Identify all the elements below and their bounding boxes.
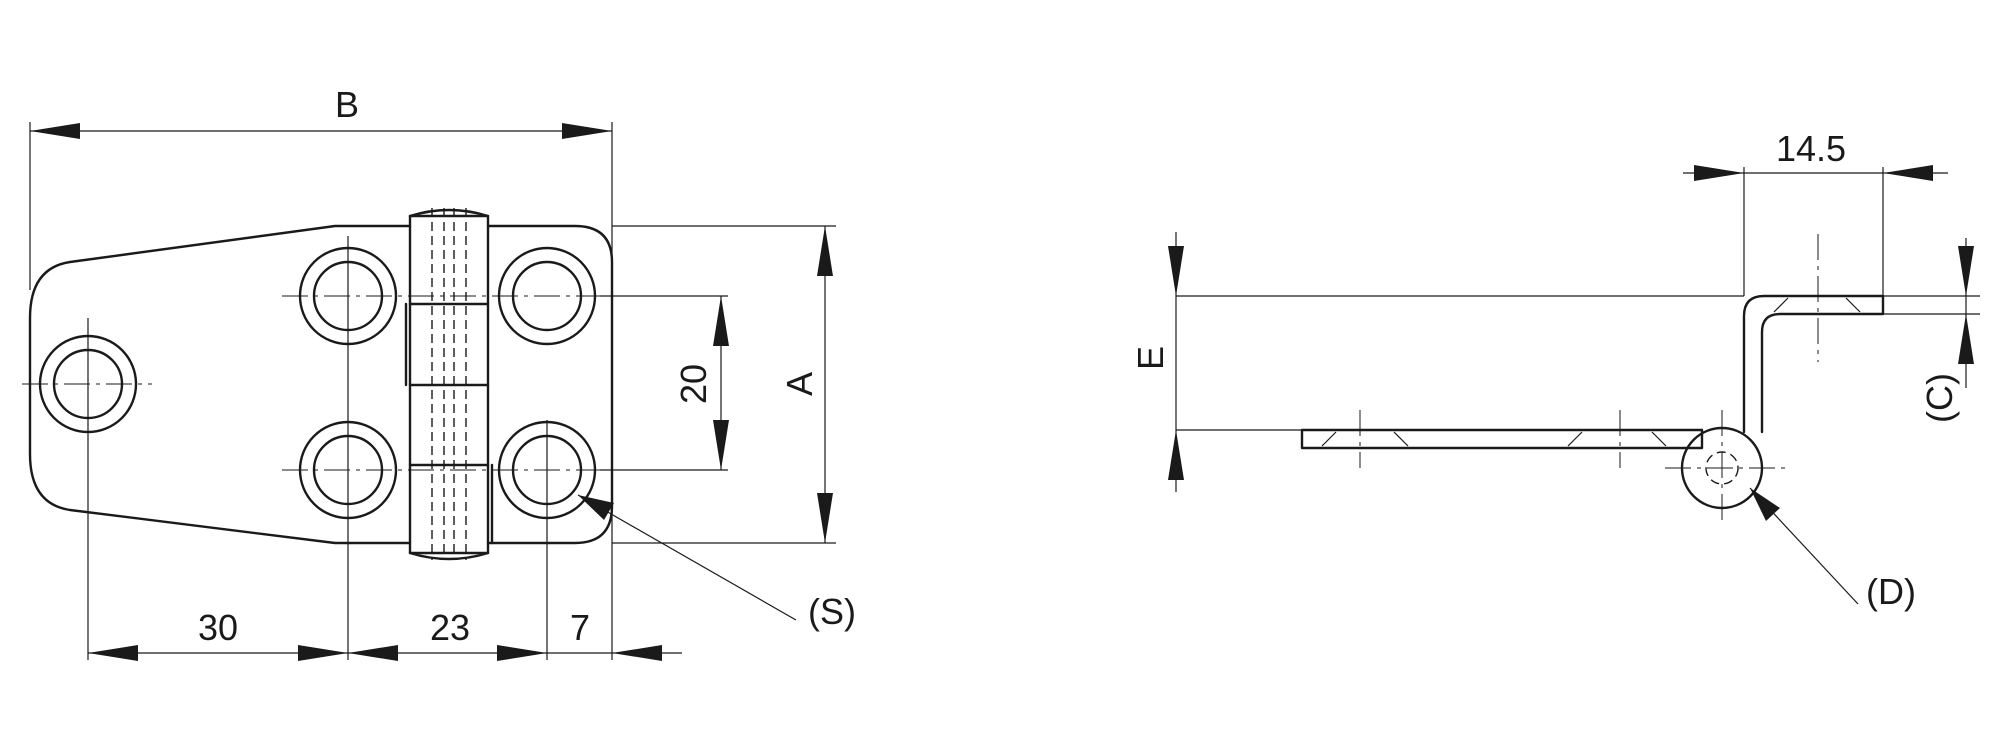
knuckle-top-cap (408, 208, 490, 218)
dimension-b: B (30, 84, 612, 139)
dimension-30-label: 30 (198, 607, 238, 648)
dimension-20-label: 20 (673, 364, 714, 404)
dimension-14-5: 14.5 (1683, 128, 1948, 181)
dimension-7: 7 (547, 607, 682, 661)
dimension-a: A (779, 226, 833, 543)
side-extension-lines (1176, 167, 1980, 431)
extension-lines (29, 122, 836, 660)
dimension-b-label: B (335, 84, 359, 125)
dimension-c-label: (C) (1919, 373, 1960, 423)
dimension-c: (C) (1919, 238, 1974, 423)
section-hatching (1321, 297, 1861, 447)
dimension-14-5-label: 14.5 (1776, 128, 1846, 169)
side-center-lines (1359, 234, 1819, 526)
leader-s: (S) (577, 494, 856, 632)
dimension-e: E (1130, 232, 1184, 492)
knuckle-bottom-cap (408, 551, 490, 561)
leader-s-label: (S) (808, 591, 856, 632)
bottom-leaf-section (1300, 428, 1704, 450)
dimension-23-label: 23 (430, 607, 470, 648)
dimension-23: 23 (348, 607, 547, 661)
dimension-20: 20 (673, 296, 729, 470)
dimension-30: 30 (88, 607, 348, 661)
left-leaf-outline (28, 224, 412, 545)
leader-d-label: (D) (1866, 571, 1916, 612)
leader-d: (D) (1749, 487, 1916, 612)
front-view: B A 20 30 23 (22, 84, 856, 661)
dimension-a-label: A (779, 372, 820, 396)
side-view: E 14.5 (C) (D) (1130, 128, 1980, 612)
center-lines (22, 295, 612, 471)
dimension-e-label: E (1130, 346, 1171, 370)
bent-leaf-section (1742, 294, 1885, 434)
dimension-7-label: 7 (570, 607, 590, 648)
